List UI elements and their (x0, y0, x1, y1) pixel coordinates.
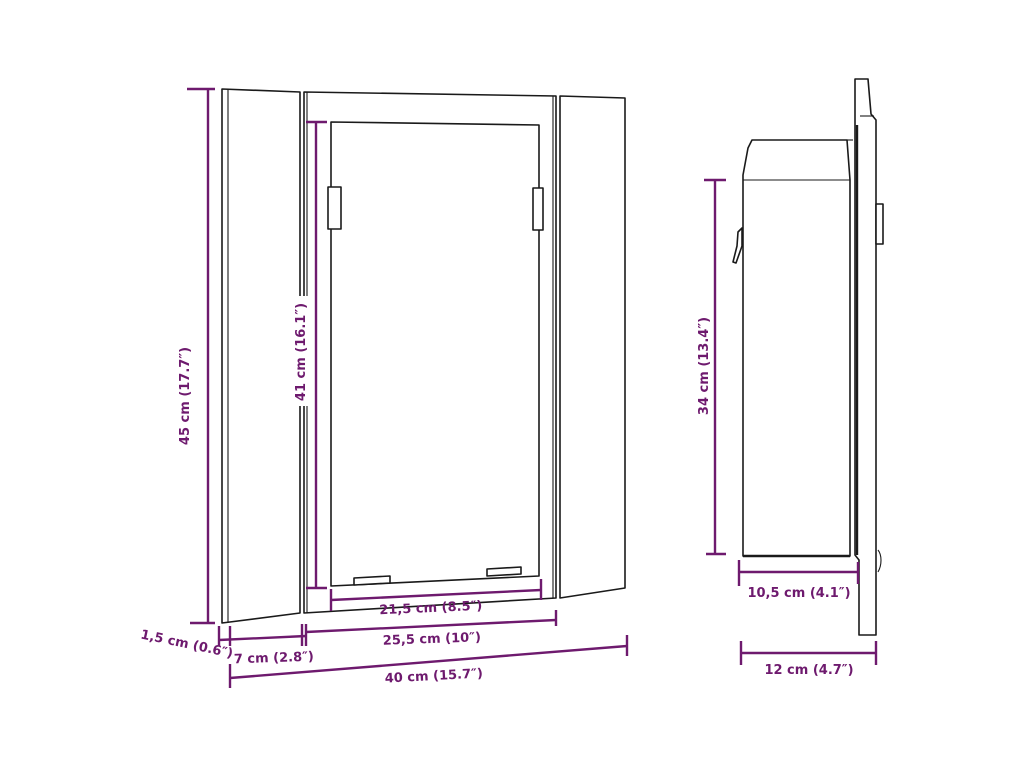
dim-total-width: 40 cm (15.7″) (228, 635, 629, 688)
dim-label-cabinet-height: 34 cm (13.4″) (697, 317, 712, 415)
dim-label-door-height: 41 cm (16.1″) (294, 303, 309, 401)
side-hinge-icon (875, 203, 884, 245)
front-view: 45 cm (17.7″) 41 cm (16.1″) 21,5 cm (8.5… (139, 87, 629, 688)
dim-label-side-panel-width: 7 cm (2.8″) (234, 650, 315, 668)
cabinet-body (732, 139, 853, 558)
hinge-right-icon (532, 187, 544, 231)
dim-label-total-depth: 12 cm (4.7″) (764, 663, 853, 678)
dim-total-height: 45 cm (17.7″) (178, 87, 215, 625)
dim-label-cabinet-depth: 10,5 cm (4.1″) (747, 586, 850, 601)
dim-label-door-width: 25,5 cm (10″) (383, 630, 482, 648)
center-door (303, 91, 557, 614)
side-panel-profile (854, 78, 884, 636)
dim-mirror-width: 21,5 cm (8.5″) (329, 579, 543, 618)
mirror-pane (330, 121, 540, 587)
left-side-panel (221, 88, 301, 624)
door-handle-icon (732, 227, 743, 264)
dim-cabinet-depth: 10,5 cm (4.1″) (737, 560, 860, 601)
dim-label-mirror-width: 21,5 cm (8.5″) (379, 599, 483, 618)
right-side-panel (559, 95, 626, 599)
dim-label-total-height: 45 cm (17.7″) (178, 347, 193, 445)
side-latch-icon (877, 549, 882, 573)
dim-door-height: 41 cm (16.1″) (292, 120, 327, 590)
dim-total-depth: 12 cm (4.7″) (739, 641, 878, 678)
side-view: 34 cm (13.4″) 10,5 cm (4.1″) 12 cm (4.7″… (697, 78, 884, 678)
dim-label-total-width: 40 cm (15.7″) (384, 666, 483, 686)
dim-cabinet-height: 34 cm (13.4″) (697, 178, 726, 556)
mirror-clip-right-icon (486, 566, 522, 577)
dim-side-panel: 1,5 cm (0.6″) 7 cm (2.8″) (139, 624, 314, 667)
mirror-clip-left-icon (353, 575, 391, 586)
dim-door-width: 25,5 cm (10″) (305, 610, 558, 649)
hinge-left-icon (327, 186, 342, 230)
